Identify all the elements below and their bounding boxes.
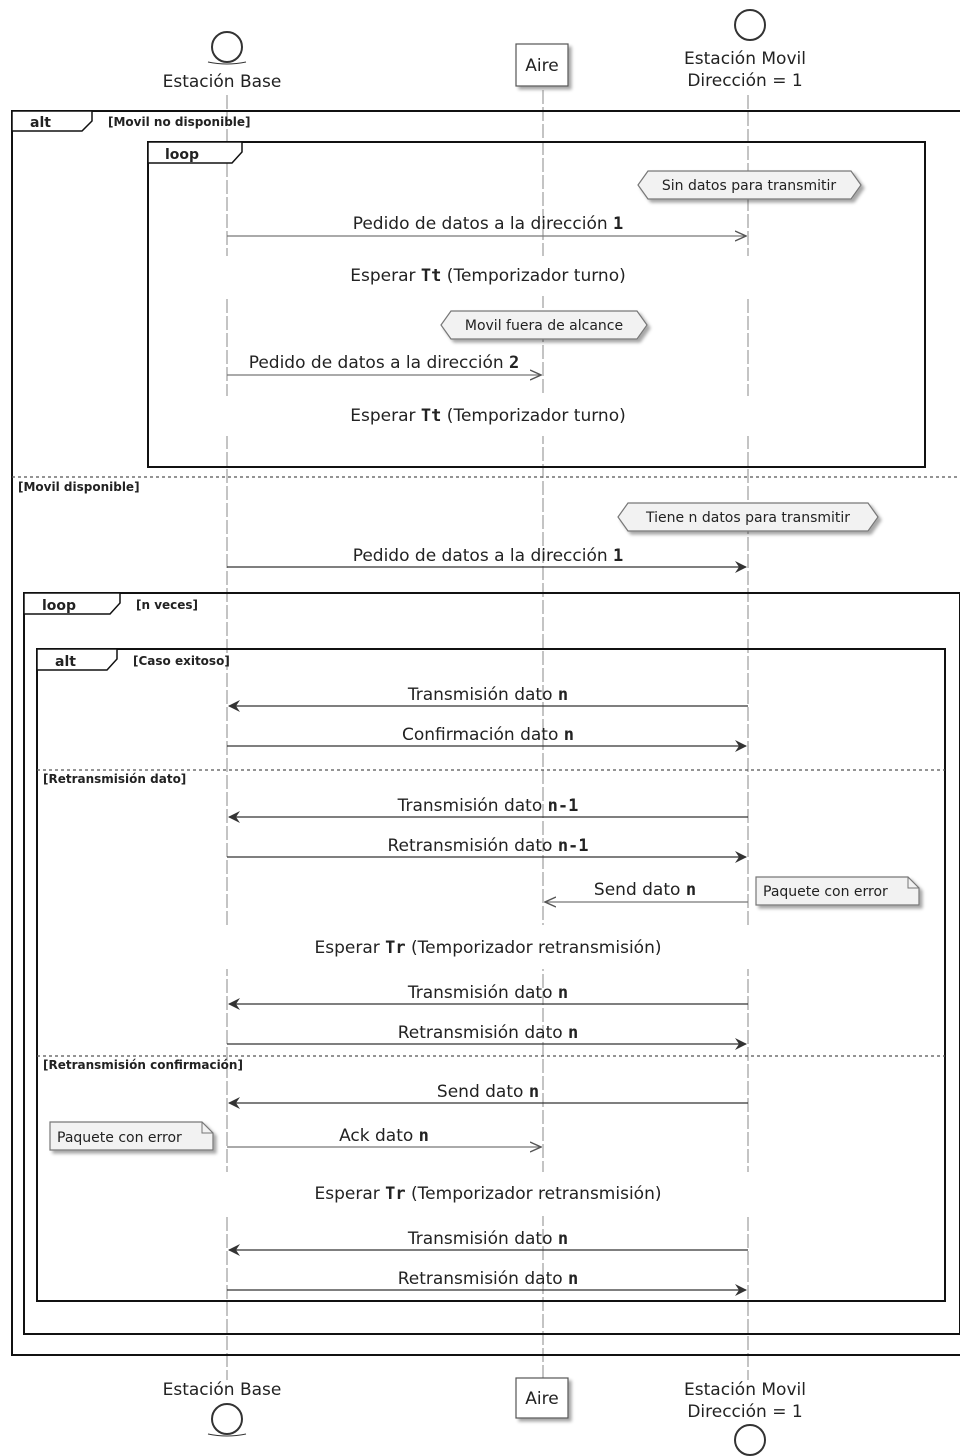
svg-text:Estación Movil: Estación Movil [684, 1380, 806, 1400]
frame-loop-1: loop [147, 141, 926, 468]
svg-text:Retransmisión dato n: Retransmisión dato n [398, 1023, 579, 1043]
svg-text:Esperar Tr (Temporizador retra: Esperar Tr (Temporizador retransmisión) [315, 1184, 662, 1204]
note-paquete-error-2: Paquete con error [49, 1121, 214, 1151]
participant-base-label: Estación Base [163, 72, 282, 92]
svg-text:Paquete con error: Paquete con error [763, 884, 888, 900]
wait-1: Esperar Tt (Temporizador turno) [350, 266, 625, 286]
alt-inner-else1: [Retransmisión dato] [43, 772, 186, 786]
svg-text:Confirmación dato n: Confirmación dato n [402, 725, 574, 745]
svg-text:Transmisión dato n: Transmisión dato n [407, 685, 568, 705]
svg-text:Sin datos para transmitir: Sin datos para transmitir [662, 178, 837, 194]
svg-text:Pedido de datos a la dirección: Pedido de datos a la dirección 1 [353, 546, 624, 566]
svg-text:Esperar Tr (Temporizador retra: Esperar Tr (Temporizador retransmisión) [315, 938, 662, 958]
participant-aire-top: Aire [515, 43, 569, 87]
participant-base-bottom: Estación Base [163, 1380, 282, 1437]
message-10: Retransmisión dato n [227, 1023, 747, 1050]
alt-outer-guard: [Movil no disponible] [108, 115, 251, 129]
svg-text:Esperar Tt (Temporizador turno: Esperar Tt (Temporizador turno) [350, 266, 625, 286]
svg-text:Retransmisión dato n-1: Retransmisión dato n-1 [387, 836, 588, 856]
svg-text:Esperar Tt (Temporizador turno: Esperar Tt (Temporizador turno) [350, 406, 625, 426]
note-tiene-datos: Tiene n datos para transmitir [617, 502, 879, 532]
svg-text:Estación Base: Estación Base [163, 1380, 282, 1400]
loop2-tag: loop [42, 598, 76, 614]
alt-inner-tag: alt [55, 654, 76, 670]
message-2: Pedido de datos a la dirección 2 [227, 353, 541, 375]
frame-loop-2: loop [n veces] [23, 592, 960, 1335]
note-sin-datos: Sin datos para transmitir [637, 170, 862, 200]
note-paquete-error-1: Paquete con error [755, 876, 920, 906]
alt-outer-tag: alt [30, 115, 51, 131]
participant-movil-line1: Estación Movil [684, 49, 806, 69]
svg-text:Tiene n datos para transmitir: Tiene n datos para transmitir [645, 510, 850, 526]
participant-aire-label: Aire [525, 56, 558, 76]
message-6: Transmisión dato n-1 [228, 796, 748, 823]
participant-movil-line2: Dirección = 1 [687, 71, 802, 91]
frame-alt-outer: alt [Movil no disponible] [Movil disponi… [11, 110, 960, 1356]
message-11: Send dato n [228, 1082, 748, 1109]
alt-inner-else2: [Retransmisión confirmación] [43, 1058, 243, 1072]
message-1: Pedido de datos a la dirección 1 [227, 214, 746, 236]
frame-alt-inner: alt [Caso exitoso] [Retransmisión dato] … [36, 648, 946, 1302]
note-fuera-alcance: Movil fuera de alcance [440, 310, 648, 340]
svg-text:Movil fuera de alcance: Movil fuera de alcance [465, 318, 623, 334]
wait-4: Esperar Tr (Temporizador retransmisión) [315, 1184, 662, 1204]
participant-movil-top: Estación Movil Dirección = 1 [684, 9, 806, 91]
svg-text:Send dato n: Send dato n [594, 880, 696, 900]
message-9: Transmisión dato n [228, 983, 748, 1010]
message-13: Transmisión dato n [228, 1229, 748, 1256]
svg-text:Paquete con error: Paquete con error [57, 1130, 182, 1146]
message-5: Confirmación dato n [227, 725, 747, 752]
svg-text:Send dato n: Send dato n [437, 1082, 539, 1102]
message-8: Send dato n [545, 880, 748, 902]
svg-text:Transmisión dato n-1: Transmisión dato n-1 [397, 796, 579, 816]
alt-outer-else-guard: [Movil disponible] [18, 480, 140, 494]
message-7: Retransmisión dato n-1 [227, 836, 747, 863]
svg-text:Transmisión dato n: Transmisión dato n [407, 983, 568, 1003]
wait-2: Esperar Tt (Temporizador turno) [350, 406, 625, 426]
loop2-guard: [n veces] [136, 598, 198, 612]
message-12: Ack dato n [227, 1126, 541, 1147]
svg-text:Dirección = 1: Dirección = 1 [687, 1402, 802, 1422]
message-14: Retransmisión dato n [227, 1269, 747, 1296]
svg-text:Ack dato n: Ack dato n [339, 1126, 429, 1146]
svg-text:Retransmisión dato n: Retransmisión dato n [398, 1269, 579, 1289]
participant-base-top: Estación Base [163, 31, 282, 92]
participant-movil-bottom: Estación Movil Dirección = 1 [684, 1380, 806, 1456]
svg-text:Transmisión dato n: Transmisión dato n [407, 1229, 568, 1249]
message-3: Pedido de datos a la dirección 1 [227, 546, 747, 573]
svg-text:Pedido de datos a la dirección: Pedido de datos a la dirección 2 [249, 353, 520, 373]
wait-3: Esperar Tr (Temporizador retransmisión) [315, 938, 662, 958]
message-4: Transmisión dato n [228, 685, 748, 712]
svg-text:Pedido de datos a la dirección: Pedido de datos a la dirección 1 [353, 214, 624, 234]
participant-aire-bottom: Aire [515, 1377, 569, 1419]
svg-text:Aire: Aire [525, 1389, 558, 1409]
alt-inner-guard: [Caso exitoso] [133, 654, 230, 668]
loop1-tag: loop [165, 147, 199, 163]
